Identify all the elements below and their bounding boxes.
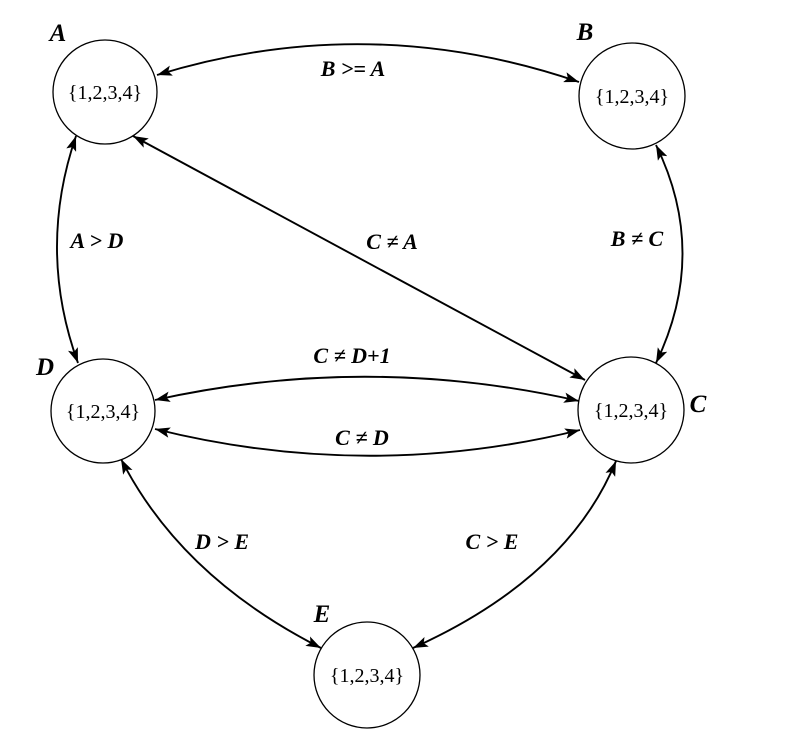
node-A-circle — [52, 39, 158, 145]
constraint-label-C-ne-A: C ≠ A — [366, 229, 418, 254]
node-D-label: D — [35, 354, 54, 381]
constraint-label-A-gt-D: A > D — [69, 228, 124, 253]
node-D-domain: {1,2,3,4} — [66, 401, 140, 423]
node-B-label: B — [576, 19, 594, 46]
node-group: A B C D E {1,2,3,4} {1,2,3,4} {1,2,3,4} … — [35, 19, 707, 729]
constraint-label-B-ne-C: B ≠ C — [610, 226, 664, 251]
edge-A-D — [56, 135, 79, 364]
node-A-label: A — [48, 20, 67, 47]
edge-C-E — [412, 460, 617, 649]
constraint-label-C-gt-E: C > E — [466, 529, 519, 554]
edge-B-C — [655, 144, 684, 364]
constraint-label-D-gt-E: D > E — [194, 529, 249, 554]
node-B-circle — [578, 42, 686, 150]
node-C-label: C — [690, 391, 707, 418]
node-D-circle — [50, 358, 156, 464]
node-A-domain: {1,2,3,4} — [68, 82, 142, 104]
node-C-circle — [577, 356, 685, 464]
edge-A-B — [156, 43, 580, 83]
constraint-label-B-ge-A: B >= A — [320, 56, 386, 81]
node-B-domain: {1,2,3,4} — [595, 86, 669, 108]
constraint-label-C-ne-D: C ≠ D — [335, 425, 389, 450]
node-C-domain: {1,2,3,4} — [594, 400, 668, 422]
node-E-label: E — [313, 601, 331, 628]
edge-label-group: B >= A A > D C ≠ A B ≠ C C ≠ D+1 C ≠ D D… — [69, 56, 664, 554]
edge-D-E — [120, 458, 322, 649]
edge-D-C-upper — [154, 375, 580, 403]
node-E-domain: {1,2,3,4} — [330, 665, 404, 687]
edge-group — [56, 43, 684, 649]
constraint-label-C-ne-D-plus-1: C ≠ D+1 — [313, 343, 390, 368]
edge-D-C-lower — [154, 427, 581, 457]
node-E-circle — [313, 621, 421, 729]
edge-A-C — [132, 135, 586, 381]
